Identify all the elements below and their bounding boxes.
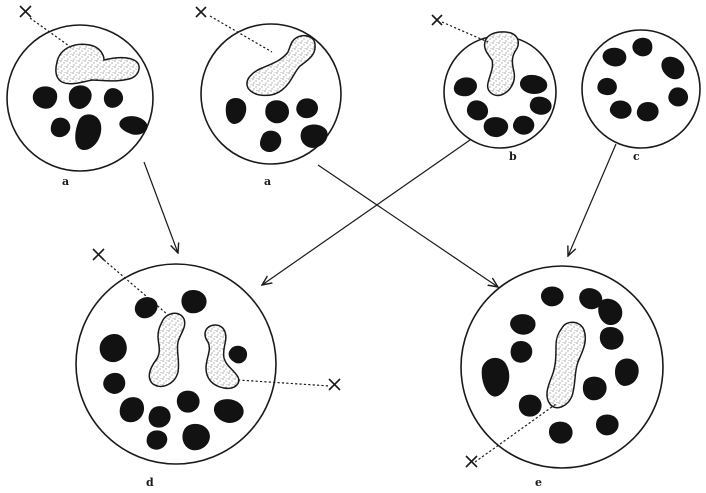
cell-b: b xyxy=(432,15,556,163)
cell-d: d xyxy=(76,249,340,489)
cell-label: e xyxy=(535,476,542,489)
x-marker xyxy=(329,379,340,390)
x-chromosome xyxy=(485,32,519,96)
cell-a-right: a xyxy=(196,7,341,188)
chromosome-group xyxy=(226,98,328,152)
chromosome-group xyxy=(597,38,688,122)
x-chromosome xyxy=(56,44,139,83)
cell-c: c xyxy=(582,30,700,163)
x-chromosome xyxy=(547,322,585,407)
x-marker xyxy=(20,6,31,17)
x-marker xyxy=(196,7,206,17)
arrow-a-to-d xyxy=(144,162,178,253)
cell-a-left: a xyxy=(7,6,153,188)
arrow-group xyxy=(144,140,616,287)
cell-label: c xyxy=(633,150,640,163)
cell-label: a xyxy=(264,175,271,188)
x-leader-line xyxy=(475,404,556,462)
x-leader-line xyxy=(238,380,330,386)
cell-label: a xyxy=(62,175,69,188)
arrow-c-to-e xyxy=(568,144,616,256)
x-marker xyxy=(432,15,442,25)
x-chromosome xyxy=(149,313,184,386)
x-marker xyxy=(93,249,104,260)
x-chromosome xyxy=(247,36,315,96)
cell-e: e xyxy=(461,266,663,489)
chromosome-group xyxy=(33,85,148,150)
arrow-b-to-d xyxy=(262,140,470,285)
x-leader-line xyxy=(30,18,72,48)
cell-label: b xyxy=(509,150,517,163)
cell-label: d xyxy=(146,476,154,489)
